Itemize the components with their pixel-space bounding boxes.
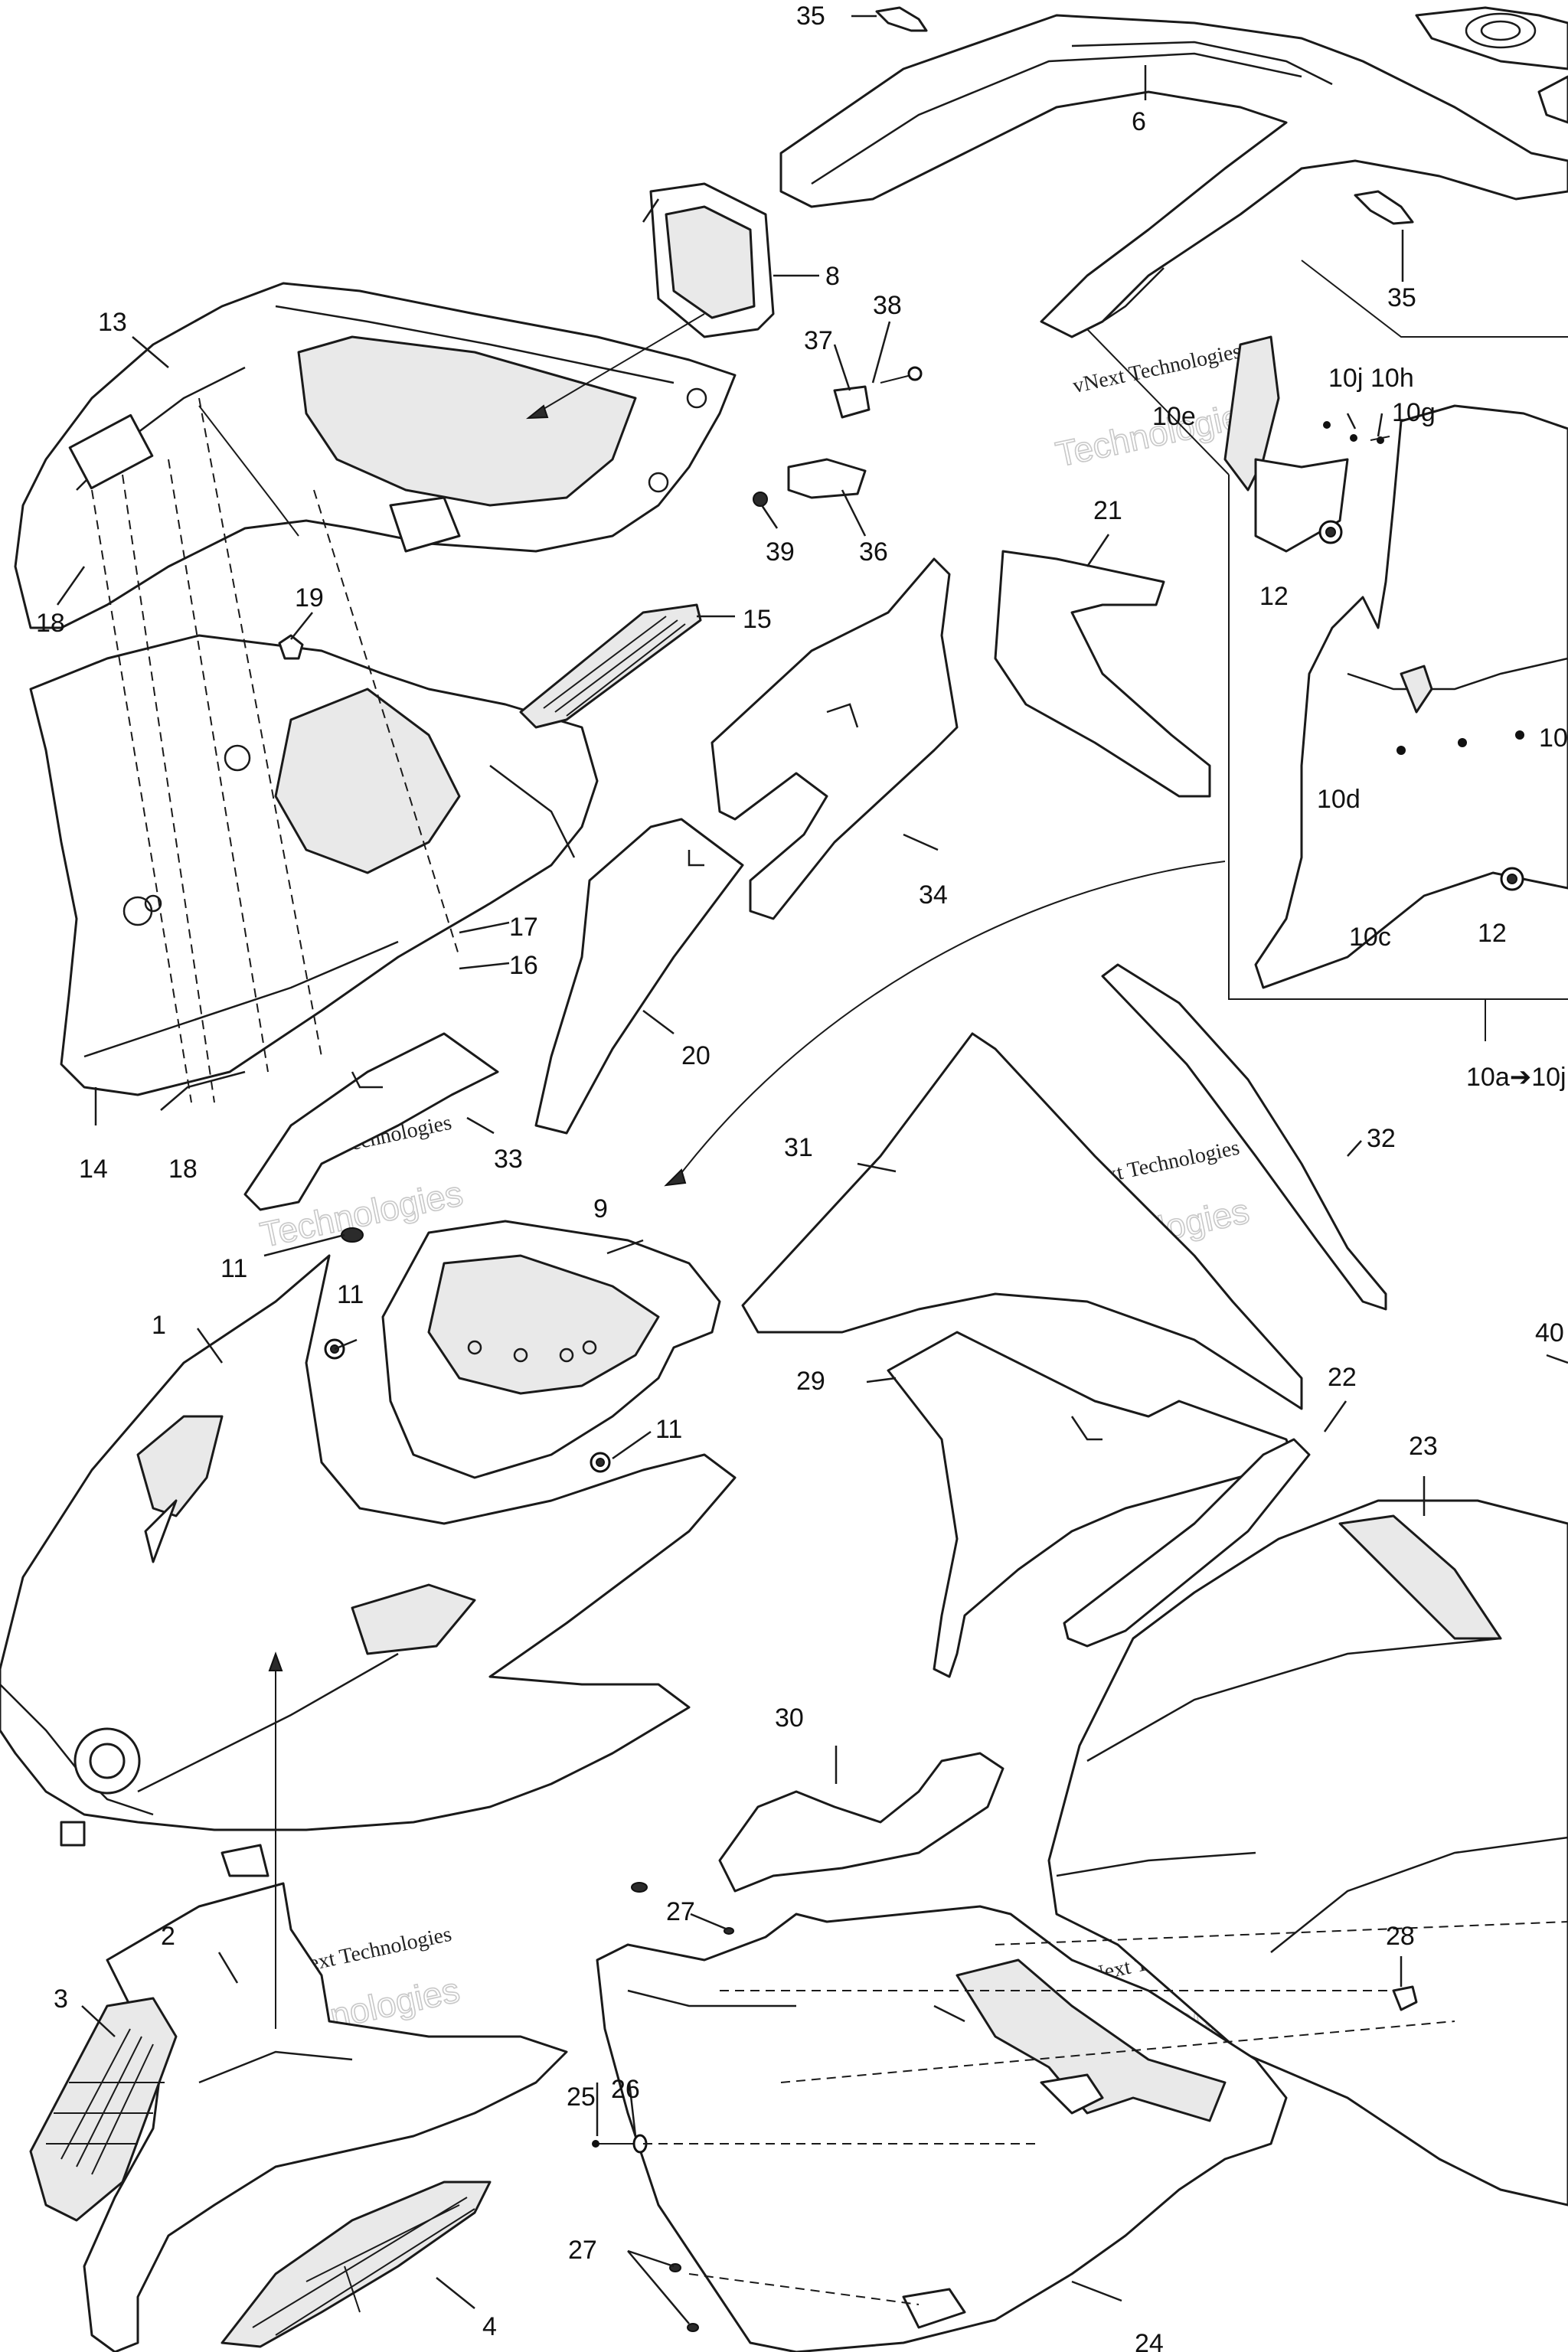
callout-4: 4	[482, 2312, 497, 2341]
part-15-side-grille	[519, 603, 702, 729]
callout-37: 37	[804, 326, 833, 355]
callout-31: 31	[784, 1133, 813, 1162]
part-39-nut	[753, 492, 768, 507]
callout-9: 9	[593, 1194, 608, 1223]
part-34-foam-pad	[710, 557, 959, 920]
part-12-grommets	[1318, 520, 1524, 891]
part-28-nut	[1392, 1985, 1418, 2011]
callout-26: 26	[611, 2075, 640, 2104]
part-10-panel-box	[1086, 260, 1568, 1041]
callout-10g: 10g	[1392, 398, 1436, 427]
callout-2: 2	[161, 1922, 175, 1951]
callout-13: 13	[98, 308, 127, 337]
callout-36: 36	[859, 537, 888, 567]
callout-32: 32	[1367, 1124, 1396, 1153]
part-21-foam-pad	[994, 550, 1211, 798]
watermark-text-2: vNext Technologies	[1071, 339, 1243, 398]
callout-10j: 10j	[1328, 364, 1363, 393]
part-20-foam-pad	[534, 818, 744, 1135]
callout-15: 15	[743, 605, 772, 634]
callout-12-top: 12	[1259, 582, 1289, 611]
part-27-rivets	[631, 1882, 734, 2332]
callout-27-bottom: 27	[568, 2236, 597, 2265]
part-25-screw	[592, 2140, 635, 2148]
part-33-foam-pad	[243, 1032, 499, 1211]
callout-38: 38	[873, 291, 902, 320]
callout-10b: 10b	[1539, 724, 1568, 753]
callout-1: 1	[152, 1311, 166, 1340]
part-6-upper-console	[779, 6, 1568, 338]
part-32-foam-strip	[1101, 963, 1387, 1311]
assembly-arc-arrowhead	[664, 1168, 687, 1187]
part-10j-10h-10g-screws	[1323, 421, 1390, 444]
part-29-foam-pad	[887, 1331, 1295, 1678]
callout-35-right: 35	[1387, 283, 1416, 312]
arrow-8-to-13-head	[525, 404, 549, 420]
callout-27-top: 27	[666, 1897, 695, 1926]
callout-10d: 10d	[1317, 785, 1361, 814]
callout-8: 8	[825, 262, 840, 291]
part-19-push-rivet	[278, 634, 304, 660]
callout-16: 16	[509, 951, 538, 980]
callout-29: 29	[796, 1367, 825, 1396]
leader-lines	[56, 15, 1568, 2324]
callout-11-left: 11	[220, 1254, 247, 1283]
callout-25: 25	[567, 2082, 596, 2112]
callout-6: 6	[1132, 107, 1146, 136]
callout-28: 28	[1386, 1922, 1415, 1951]
callout-14: 14	[79, 1155, 108, 1184]
callout-12-bottom: 12	[1478, 919, 1507, 948]
callout-33: 33	[494, 1145, 523, 1174]
part-38-screw	[880, 366, 923, 384]
part-13-upper-body	[14, 282, 737, 629]
part-9-headlight-housing	[381, 1220, 721, 1479]
callout-35-top: 35	[796, 2, 825, 31]
callout-10c: 10c	[1349, 923, 1391, 952]
assembly-arc-arrow	[673, 861, 1226, 1184]
callout-11-mid: 11	[337, 1280, 364, 1309]
part-31-foam-pad	[741, 1032, 1303, 1410]
part-30-foam-pad	[718, 1752, 1004, 1893]
arrow-up-head	[268, 1651, 283, 1671]
callout-10e: 10e	[1152, 402, 1196, 431]
callout-labels: 35 6 35 8 38 37 36 39 15 13 19 18 17 16 …	[36, 2, 1568, 2352]
part-35-clip-top	[875, 6, 928, 32]
part-10c-side-panel	[1254, 404, 1568, 989]
part-1-front-hood	[0, 1254, 737, 1877]
callout-11-right: 11	[655, 1415, 682, 1444]
part-4-right-grille	[220, 2180, 492, 2348]
callout-10h: 10h	[1370, 364, 1414, 393]
part-14-lower-body	[29, 634, 599, 1096]
callout-10a-10j: 10a➔10j	[1466, 1063, 1566, 1092]
part-37-bracket	[833, 385, 871, 419]
callout-30: 30	[775, 1704, 804, 1733]
part-36-latch	[787, 458, 867, 499]
part-8-vent-duct	[642, 182, 775, 338]
callout-18-top: 18	[36, 609, 65, 638]
callout-24: 24	[1135, 2329, 1164, 2352]
part-24-lower-panel	[596, 1905, 1288, 2352]
callout-3: 3	[54, 1984, 68, 2014]
part-22-foam-strip	[1063, 1438, 1311, 1648]
arrow-8-to-13	[535, 313, 705, 414]
callout-18-bottom: 18	[168, 1155, 198, 1184]
part-23-side-panel	[1047, 1499, 1568, 2207]
part-35-clip-right	[1354, 190, 1414, 225]
callout-34: 34	[919, 880, 948, 910]
callout-39: 39	[766, 537, 795, 567]
callout-20: 20	[681, 1041, 710, 1070]
callout-17: 17	[509, 913, 538, 942]
callout-19: 19	[295, 583, 324, 612]
arrow-13-up	[198, 405, 276, 506]
callout-40: 40	[1535, 1318, 1564, 1348]
callout-21: 21	[1093, 496, 1122, 525]
part-3-left-grille	[29, 1997, 178, 2222]
callout-22: 22	[1328, 1363, 1357, 1392]
part-2-front-fascia	[83, 1882, 568, 2352]
callout-23: 23	[1409, 1432, 1438, 1461]
arrow-13-down	[275, 505, 299, 537]
